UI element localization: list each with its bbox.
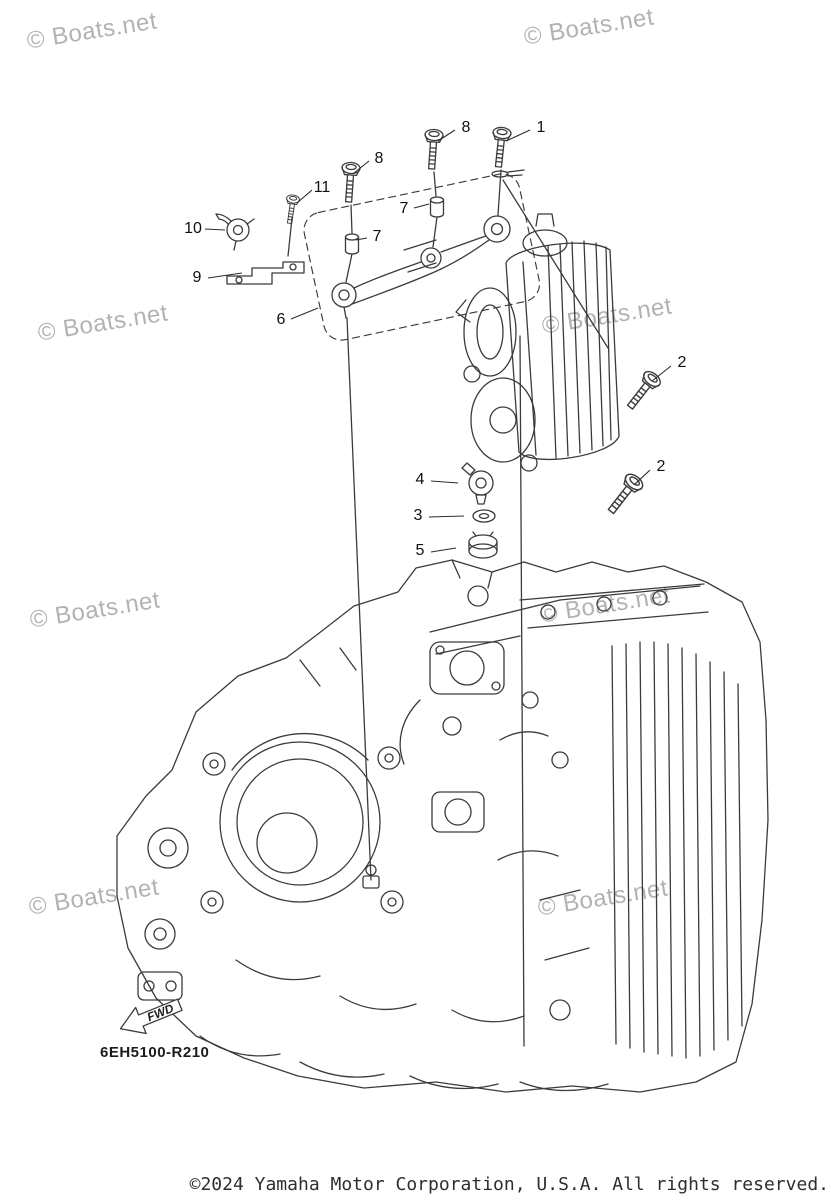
callout-line-7-4 bbox=[413, 203, 430, 209]
callout-line-2-10 bbox=[633, 469, 651, 486]
callout-label-6-8: 6 bbox=[277, 311, 286, 328]
bracket-arm-6 bbox=[331, 215, 511, 319]
callout-line-7-5 bbox=[355, 237, 368, 241]
callout-line-6-8 bbox=[290, 307, 319, 320]
callout-label-5-13: 5 bbox=[416, 542, 425, 559]
assembly-alignment-lines bbox=[287, 169, 502, 283]
damper-10 bbox=[215, 213, 255, 251]
callout-label-4-11: 4 bbox=[416, 471, 425, 488]
callout-label-1-1: 1 bbox=[537, 119, 546, 136]
engine-block bbox=[116, 559, 769, 1093]
callout-line-4-11 bbox=[430, 480, 459, 484]
callout-line-2-9 bbox=[651, 365, 672, 382]
callout-line-10-6 bbox=[204, 228, 226, 231]
callout-line-11-3 bbox=[296, 189, 313, 204]
projection-lines bbox=[346, 179, 609, 1047]
callout-label-7-5: 7 bbox=[373, 228, 382, 245]
callout-label-2-9: 2 bbox=[678, 354, 687, 371]
mount-stud bbox=[362, 864, 380, 889]
diagram-code: 6EH5100-R210 bbox=[100, 1044, 210, 1061]
callout-line-1-1 bbox=[505, 129, 531, 142]
callout-line-9-7 bbox=[207, 272, 243, 279]
bracket-9 bbox=[226, 261, 305, 285]
callout-line-5-13 bbox=[430, 547, 457, 553]
callout-label-11-3: 11 bbox=[314, 179, 331, 196]
callout-label-10-6: 10 bbox=[184, 220, 202, 237]
callout-label-3-12: 3 bbox=[414, 507, 423, 524]
callout-line-8-2 bbox=[353, 160, 370, 174]
callout-line-3-12 bbox=[428, 515, 465, 518]
anode-4 bbox=[461, 462, 494, 505]
holder-5 bbox=[468, 531, 498, 559]
callout-label-9-7: 9 bbox=[193, 269, 202, 286]
washer-3 bbox=[472, 509, 496, 523]
starter-motor bbox=[455, 213, 620, 472]
callout-label-8-0: 8 bbox=[462, 119, 471, 136]
callout-label-2-10: 2 bbox=[657, 458, 666, 475]
callout-line-8-0 bbox=[437, 129, 456, 142]
callout-label-8-2: 8 bbox=[375, 150, 384, 167]
copyright-text: ©2024 Yamaha Motor Corporation, U.S.A. A… bbox=[189, 1174, 829, 1195]
callout-label-7-4: 7 bbox=[400, 200, 409, 217]
